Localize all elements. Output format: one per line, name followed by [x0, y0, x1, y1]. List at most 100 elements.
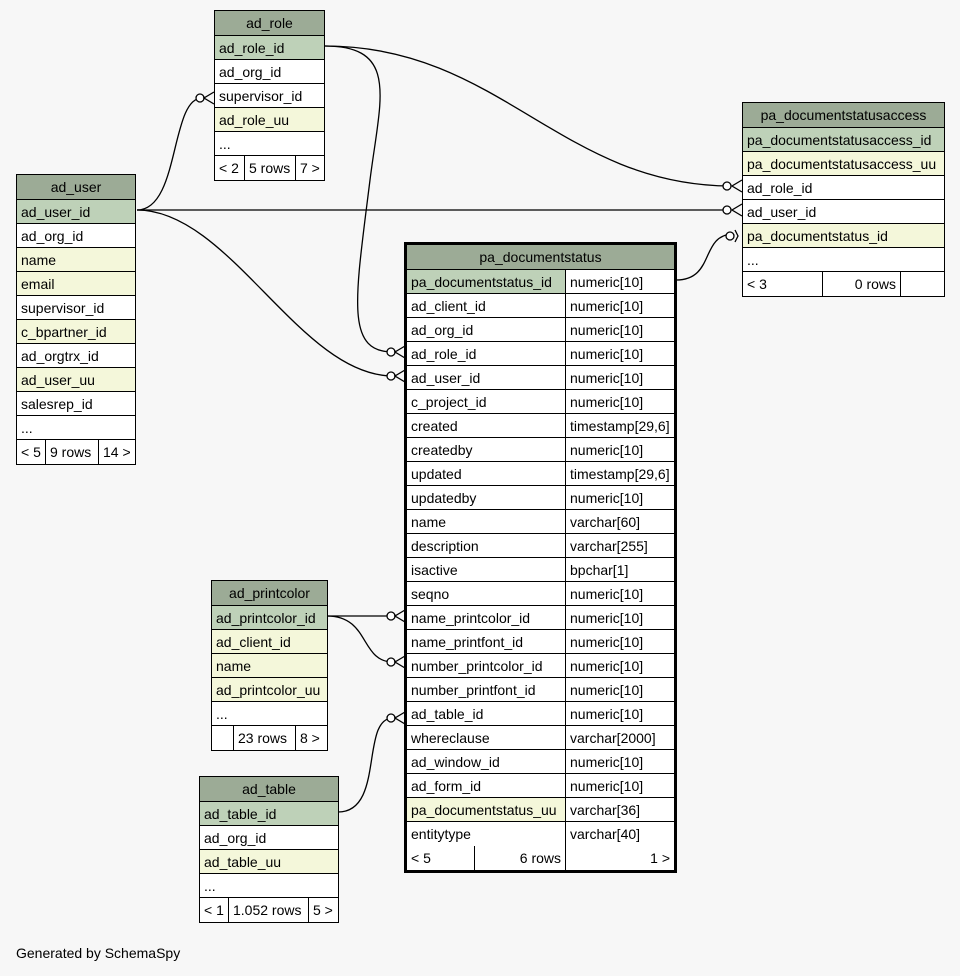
column-ad-orgtrx-id[interactable]: ad_orgtrx_id	[21, 348, 99, 364]
column-pa-documentstatus-id[interactable]: pa_documentstatus_id	[747, 228, 888, 244]
nav-children[interactable]: 5 >	[313, 902, 333, 918]
nav-children[interactable]: 8 >	[300, 730, 320, 746]
nav-parents[interactable]: < 5	[407, 846, 475, 870]
column-type: varchar[255]	[566, 534, 674, 557]
nav-children[interactable]	[901, 272, 944, 296]
table-ad-printcolor[interactable]: ad_printcolor ad_printcolor_id ad_client…	[211, 580, 328, 751]
table-ad-table[interactable]: ad_table ad_table_id ad_org_id ad_table_…	[199, 776, 339, 923]
column-type: varchar[36]	[566, 798, 674, 821]
column-type: numeric[10]	[566, 294, 674, 317]
column-name: updated	[407, 462, 566, 485]
column-ad-role-id[interactable]: ad_role_id	[747, 180, 813, 196]
table-title: ad_table	[200, 777, 338, 802]
column-name: isactive	[407, 558, 566, 581]
column-name: ad_table_id	[407, 702, 566, 725]
nav-parents[interactable]: < 2	[215, 156, 245, 180]
column-ad-role-id[interactable]: ad_role_id	[219, 40, 285, 56]
column-type: numeric[10]	[566, 318, 674, 341]
nav-children[interactable]: 7 >	[300, 160, 320, 176]
table-ad-user[interactable]: ad_user ad_user_id ad_org_id name email …	[16, 174, 136, 465]
rel-ad-role-to-access	[324, 45, 731, 187]
column-more: ...	[21, 420, 33, 436]
column-type: numeric[10]	[566, 582, 674, 605]
column-ad-client-id[interactable]: ad_client_id	[216, 634, 291, 650]
table-ad-role[interactable]: ad_role ad_role_id ad_org_id supervisor_…	[214, 10, 325, 181]
column-ad-user-id[interactable]: ad_user_id	[747, 204, 817, 220]
column-ad-role-uu[interactable]: ad_role_uu	[219, 112, 290, 128]
column-type: bpchar[1]	[566, 558, 674, 581]
column-name: name_printcolor_id	[407, 606, 566, 629]
column-type: numeric[10]	[566, 774, 674, 797]
column-name: ad_org_id	[407, 318, 566, 341]
column-name[interactable]: name	[216, 658, 252, 674]
column-supervisor-id[interactable]: supervisor_id	[21, 300, 105, 316]
column-supervisor-id[interactable]: supervisor_id	[219, 88, 303, 104]
nav-parents[interactable]: < 5	[17, 440, 46, 464]
column-name: ad_user_id	[407, 366, 566, 389]
column-ad-table-uu[interactable]: ad_table_uu	[204, 854, 282, 870]
column-email[interactable]: email	[21, 276, 55, 292]
column-name: createdby	[407, 438, 566, 461]
rel-ad-user-to-ad-role	[136, 97, 203, 211]
column-name: name_printfont_id	[407, 630, 566, 653]
nav-children[interactable]: 14 >	[103, 444, 131, 460]
rel-printcolor-to-number	[326, 615, 394, 663]
column-ad-org-id[interactable]: ad_org_id	[219, 64, 282, 80]
column-ad-user-uu[interactable]: ad_user_uu	[21, 372, 95, 388]
column-name[interactable]: name	[21, 252, 57, 268]
column-ad-printcolor-id[interactable]: ad_printcolor_id	[216, 610, 316, 626]
rel-table-to-status	[337, 717, 394, 813]
column-ad-table-id[interactable]: ad_table_id	[204, 806, 277, 822]
row-count: 6 rows	[475, 846, 566, 870]
nav-parents[interactable]	[212, 726, 234, 750]
nav-parents[interactable]: < 1	[200, 898, 229, 922]
column-pa-documentstatusaccess-id[interactable]: pa_documentstatusaccess_id	[747, 132, 932, 148]
column-name: pa_documentstatus_id	[407, 270, 566, 293]
column-ad-org-id[interactable]: ad_org_id	[21, 228, 84, 244]
column-salesrep-id[interactable]: salesrep_id	[21, 396, 93, 412]
column-more: ...	[747, 252, 759, 268]
column-name: created	[407, 414, 566, 437]
table-title: ad_role	[215, 11, 324, 36]
rel-ad-role-to-status	[324, 45, 394, 353]
column-type: timestamp[29,6]	[566, 462, 674, 485]
column-ad-printcolor-uu[interactable]: ad_printcolor_uu	[216, 682, 321, 698]
nav-children[interactable]: 1 >	[650, 850, 670, 866]
column-pa-documentstatusaccess-uu[interactable]: pa_documentstatusaccess_uu	[747, 156, 937, 172]
column-ad-user-id[interactable]: ad_user_id	[21, 204, 91, 220]
column-name: number_printfont_id	[407, 678, 566, 701]
table-pa-documentstatusaccess[interactable]: pa_documentstatusaccess pa_documentstatu…	[742, 102, 945, 297]
column-name: ad_client_id	[407, 294, 566, 317]
column-name: description	[407, 534, 566, 557]
column-type: numeric[10]	[566, 438, 674, 461]
column-c-bpartner-id[interactable]: c_bpartner_id	[21, 324, 107, 340]
column-ad-org-id[interactable]: ad_org_id	[204, 830, 267, 846]
nav-parents[interactable]: < 3	[743, 272, 823, 296]
